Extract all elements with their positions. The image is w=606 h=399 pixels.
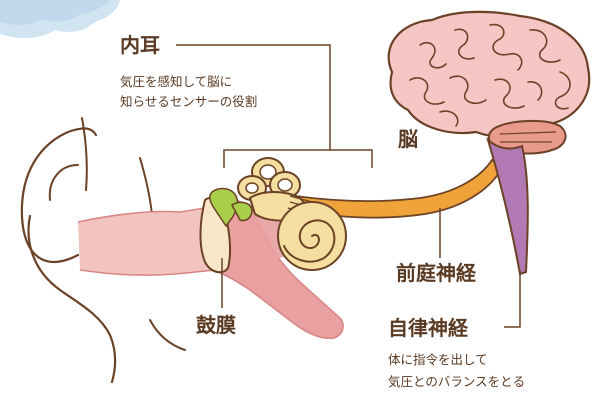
inner-ear-bracket	[224, 150, 372, 168]
autonomic-nerve-desc-2: 気圧とのバランスをとる	[388, 374, 525, 389]
autonomic-nerve-leader	[504, 270, 520, 327]
brain-label: 脳	[397, 127, 418, 151]
vestibular-nerve-label: 前庭神経	[396, 261, 477, 285]
inner-ear-desc-1: 気圧を感知して脳に	[120, 74, 232, 89]
inner-ear-desc-2: 知らせるセンサーの役割	[120, 94, 257, 109]
watercolor-cloud-icon	[0, 0, 120, 38]
ear-canal	[78, 208, 215, 275]
inner-ear-title: 内耳	[120, 33, 160, 57]
autonomic-nerve-title: 自律神経	[388, 316, 469, 340]
autonomic-nerve-desc-1: 体に指令を出して	[388, 352, 488, 367]
eardrum-label: 鼓膜	[196, 313, 236, 337]
brain-shape	[389, 12, 589, 274]
